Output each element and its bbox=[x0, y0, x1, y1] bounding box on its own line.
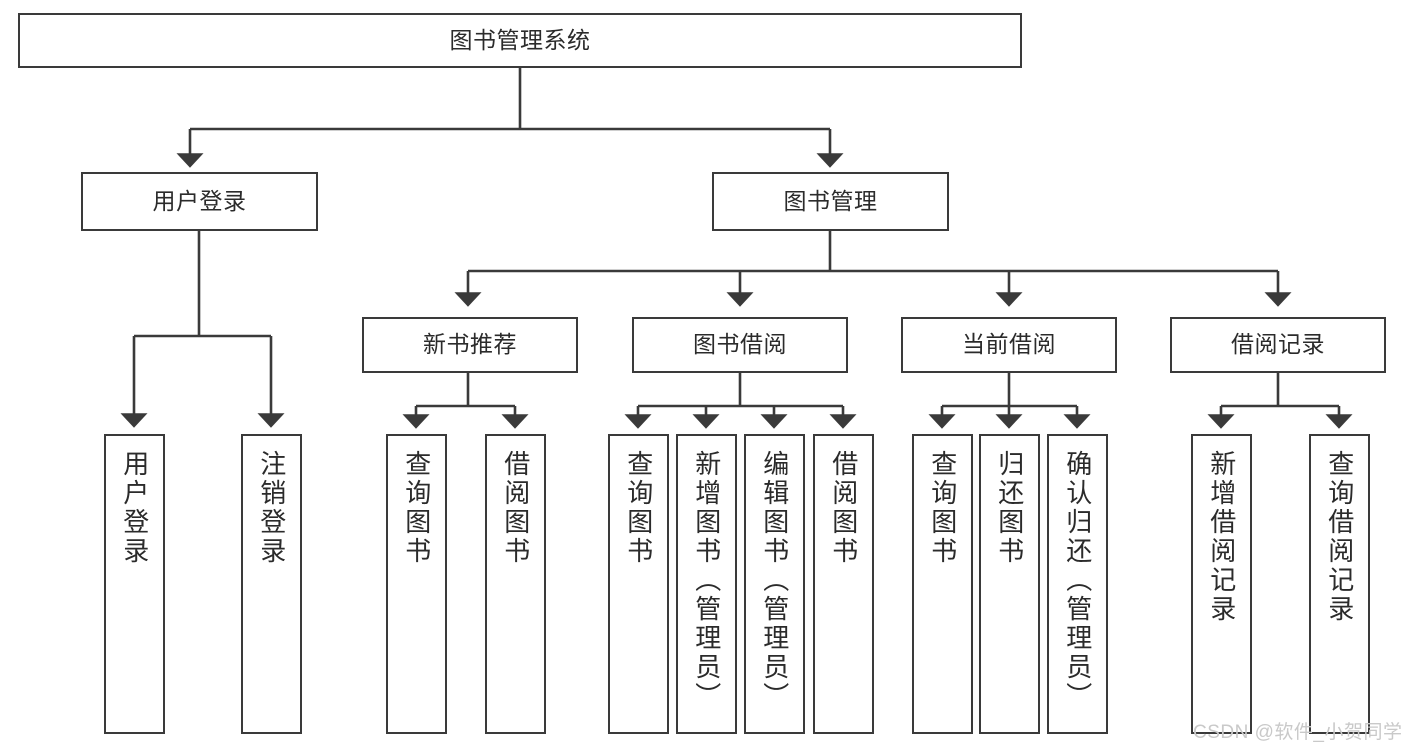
node-label: 借阅图书 bbox=[828, 450, 859, 566]
node-leaf-query-book-current[interactable]: 查询图书 bbox=[912, 434, 973, 734]
node-book-management[interactable]: 图书管理 bbox=[712, 172, 949, 231]
node-leaf-borrow-book[interactable]: 借阅图书 bbox=[813, 434, 874, 734]
node-label: 注销登录 bbox=[256, 450, 287, 566]
node-borrow-record[interactable]: 借阅记录 bbox=[1170, 317, 1386, 373]
node-label: 图书管理系统 bbox=[449, 26, 591, 53]
node-leaf-query-book-recommend[interactable]: 查询图书 bbox=[386, 434, 447, 734]
node-label: 归还图书 bbox=[994, 450, 1025, 566]
node-label: 用户登录 bbox=[119, 450, 150, 566]
node-label: 查询图书 bbox=[927, 450, 958, 566]
node-label: 借阅记录 bbox=[1231, 331, 1325, 358]
node-user-login[interactable]: 用户登录 bbox=[81, 172, 318, 231]
node-leaf-return-book[interactable]: 归还图书 bbox=[979, 434, 1040, 734]
node-label: 借阅图书 bbox=[500, 450, 531, 566]
node-leaf-add-borrow-record[interactable]: 新增借阅记录 bbox=[1191, 434, 1252, 734]
node-label: 查询图书 bbox=[623, 450, 654, 566]
node-leaf-borrow-book-recommend[interactable]: 借阅图书 bbox=[485, 434, 546, 734]
node-root-book-management-system[interactable]: 图书管理系统 bbox=[18, 13, 1022, 68]
node-leaf-edit-book-admin[interactable]: 编辑图书（管理员） bbox=[744, 434, 805, 734]
node-leaf-query-book-borrow[interactable]: 查询图书 bbox=[608, 434, 669, 734]
node-label: 图书管理 bbox=[783, 187, 878, 214]
node-label: 查询借阅记录 bbox=[1324, 450, 1355, 624]
node-label: 图书借阅 bbox=[693, 331, 787, 358]
node-label: 新增借阅记录 bbox=[1206, 450, 1237, 624]
node-leaf-add-book-admin[interactable]: 新增图书（管理员） bbox=[676, 434, 737, 734]
node-label: 当前借阅 bbox=[962, 331, 1056, 358]
node-leaf-query-borrow-record[interactable]: 查询借阅记录 bbox=[1309, 434, 1370, 734]
node-label: 确认归还（管理员） bbox=[1062, 450, 1093, 711]
node-label: 编辑图书（管理员） bbox=[759, 450, 790, 711]
node-leaf-user-login[interactable]: 用户登录 bbox=[104, 434, 165, 734]
node-leaf-confirm-return-admin[interactable]: 确认归还（管理员） bbox=[1047, 434, 1108, 734]
node-current-borrow[interactable]: 当前借阅 bbox=[901, 317, 1117, 373]
csdn-watermark: CSDN @软件_小贺同学 bbox=[1193, 722, 1403, 743]
node-label: 查询图书 bbox=[401, 450, 432, 566]
node-new-book-recommend[interactable]: 新书推荐 bbox=[362, 317, 578, 373]
node-book-borrow[interactable]: 图书借阅 bbox=[632, 317, 848, 373]
node-leaf-user-logout[interactable]: 注销登录 bbox=[241, 434, 302, 734]
node-label: 用户登录 bbox=[152, 187, 247, 214]
node-label: 新增图书（管理员） bbox=[691, 450, 722, 711]
node-label: 新书推荐 bbox=[423, 331, 517, 358]
